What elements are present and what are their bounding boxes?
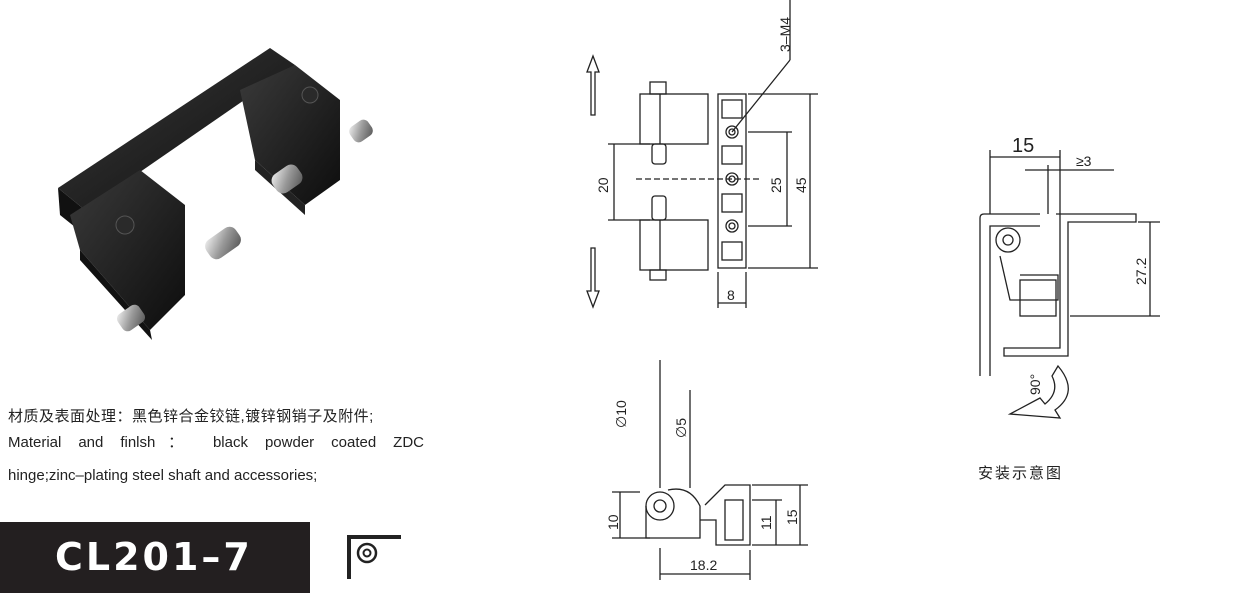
install-dim-27-2: 27.2: [1133, 258, 1149, 285]
material-description-en-line1: Material and finlsh： black powder coated…: [8, 434, 424, 451]
install-view-drawing: [979, 150, 1160, 419]
install-angle: 90°: [1027, 374, 1043, 395]
dim-25: 25: [768, 177, 784, 193]
install-dim-ge3: ≥3: [1076, 153, 1092, 169]
install-dim-15: 15: [1012, 135, 1034, 157]
hole-spec-label: 3–M4: [777, 17, 793, 52]
dim-20: 20: [595, 177, 611, 193]
install-diagram-caption: 安装示意图: [978, 465, 1064, 482]
hinge-product-photo: [58, 48, 373, 340]
dim-11: 11: [758, 515, 774, 530]
model-number-badge: CL201–7: [0, 522, 310, 593]
material-description-en-line2: hinge;zinc–plating steel shaft and acces…: [8, 467, 318, 484]
side-view-drawing: [612, 360, 808, 580]
material-description-cn: 材质及表面处理：黑色锌合金铰链,镀锌钢销子及附件;: [8, 408, 374, 425]
dim-diameter-5: ∅5: [673, 418, 689, 438]
dim-45: 45: [793, 177, 809, 193]
dim-8: 8: [727, 287, 735, 303]
dim-18-2: 18.2: [690, 557, 717, 573]
surface-mount-icon: [347, 535, 401, 579]
dim-diameter-10: ∅10: [613, 400, 629, 428]
dim-15: 15: [784, 509, 800, 525]
rotation-arrow-icon: [1007, 364, 1069, 419]
arrow-up-icon: [586, 54, 600, 116]
front-view-drawing: [586, 0, 818, 309]
dim-10: 10: [605, 514, 621, 530]
arrow-down-icon: [586, 247, 600, 309]
